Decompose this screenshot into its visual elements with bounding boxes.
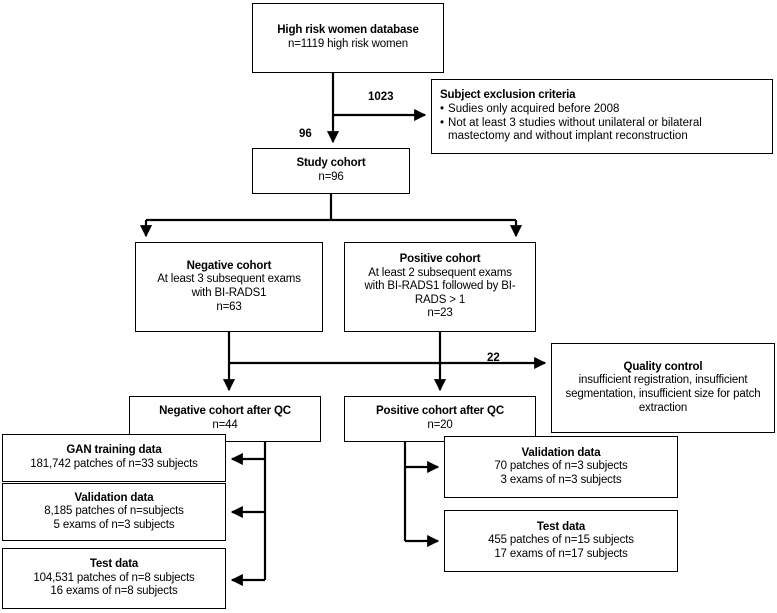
edge-label-qc-removed-22: 22 xyxy=(487,352,500,364)
node-line: segmentation, insufficient size for patc… xyxy=(565,388,761,400)
node-line: 3 exams of n=3 subjects xyxy=(500,473,622,486)
node-line: At least 3 subsequent exams xyxy=(157,273,301,286)
high-risk-women-database-box: High risk women database n=1119 high ris… xyxy=(252,3,444,73)
node-line: 17 exams of n=17 subjects xyxy=(494,547,628,560)
node-line: 455 patches of n=15 subjects xyxy=(488,534,634,547)
exclusion-bullet-2-text: Not at least 3 studies without unilatera… xyxy=(448,116,702,143)
node-title: Test data xyxy=(536,520,586,533)
node-line: 104,531 patches of n=8 subjects xyxy=(33,571,195,584)
negative-cohort-box: Negative cohort At least 3 subsequent ex… xyxy=(135,242,323,332)
test-data-right-box: Test data 455 patches of n=15 subjects 1… xyxy=(444,510,678,572)
exclusion-bullet-1: • Sudies only acquired before 2008 xyxy=(440,103,619,117)
node-line: n=63 xyxy=(216,300,242,313)
node-title: Positive cohort after QC xyxy=(375,405,505,418)
validation-data-left-box: Validation data 8,185 patches of n=subje… xyxy=(2,483,226,541)
node-line: extraction xyxy=(638,401,688,414)
positive-cohort-after-qc-box: Positive cohort after QC n=20 xyxy=(344,396,536,442)
bullet-dot-icon: • xyxy=(440,116,445,129)
edge-label-excluded-1023: 1023 xyxy=(368,91,394,103)
node-title: GAN training data xyxy=(66,444,162,457)
quality-control-box: Quality control insufficient registratio… xyxy=(551,343,775,433)
positive-cohort-box: Positive cohort At least 2 subsequent ex… xyxy=(344,242,536,332)
node-title: Subject exclusion criteria xyxy=(440,89,576,102)
gan-training-data-box: GAN training data 181,742 patches of n=3… xyxy=(2,434,226,482)
node-title: Quality control xyxy=(623,360,703,373)
study-cohort-box: Study cohort n=96 xyxy=(252,148,410,194)
node-line: 16 exams of n=8 subjects xyxy=(50,585,178,598)
test-data-left-box: Test data 104,531 patches of n=8 subject… xyxy=(2,548,226,609)
node-line: n=1119 high risk women xyxy=(288,38,408,50)
node-line: 181,742 patches of n=33 subjects xyxy=(30,458,198,470)
node-line: 8,185 patches of n=subjects xyxy=(44,505,184,518)
node-line: 5 exams of n=3 subjects xyxy=(53,518,175,531)
node-line: 70 patches of n=3 subjects xyxy=(494,460,628,473)
node-line: with BI-RADS1 xyxy=(191,287,267,299)
node-line: RADS > 1 xyxy=(414,293,466,306)
node-line: n=23 xyxy=(427,307,453,320)
node-title: High risk women database xyxy=(277,24,419,37)
node-line: insufficient registration, insufficient xyxy=(578,374,748,387)
bullet-dot-icon: • xyxy=(440,102,445,115)
edge-label-included-96: 96 xyxy=(299,128,312,140)
exclusion-bullet-2: • Not at least 3 studies without unilate… xyxy=(440,117,764,144)
node-line: n=96 xyxy=(318,171,344,183)
node-line: n=44 xyxy=(212,419,238,431)
node-title: Positive cohort xyxy=(399,253,481,266)
exclusion-bullet-1-text: Sudies only acquired before 2008 xyxy=(448,102,620,115)
node-line: n=20 xyxy=(427,419,453,431)
node-line: At least 2 subsequent exams xyxy=(368,266,512,279)
node-title: Validation data xyxy=(521,446,601,459)
subject-exclusion-criteria-box: Subject exclusion criteria • Sudies only… xyxy=(431,79,773,154)
node-line: with BI-RADS1 followed by BI- xyxy=(364,280,516,293)
node-title: Validation data xyxy=(74,491,154,504)
node-title: Test data xyxy=(89,558,139,571)
node-title: Negative cohort xyxy=(186,259,272,272)
node-title: Study cohort xyxy=(296,157,366,170)
validation-data-right-box: Validation data 70 patches of n=3 subjec… xyxy=(444,436,678,498)
node-title: Negative cohort after QC xyxy=(159,405,291,418)
